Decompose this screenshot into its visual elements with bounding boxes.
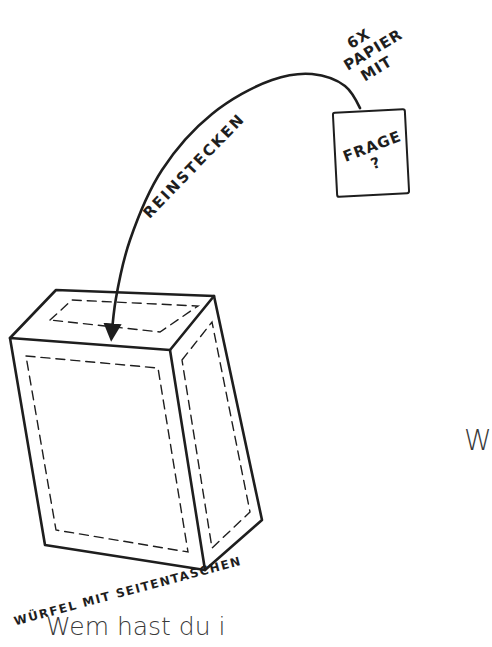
cube-box: WÜRFEL MIT SEITENTASCHEN [10,338,205,570]
paper-card: 6X PAPIER MITFRAGE ? [332,108,410,198]
paper-heading: 6X PAPIER MIT [332,18,403,89]
question-text: FRAGE ? [341,130,406,182]
cube-edge [10,338,205,570]
insert-arrow [111,74,360,338]
cube-edge [205,296,262,570]
cut-text: W [464,424,492,457]
pocket-seam [182,322,250,548]
cut-text: Wem hast du i [46,612,225,641]
cube-edge [10,290,214,350]
pocket-seam [50,300,198,332]
pocket-seam [26,356,188,552]
cube-outline [10,338,205,570]
arrow-label: REINSTECKEN [139,110,248,222]
